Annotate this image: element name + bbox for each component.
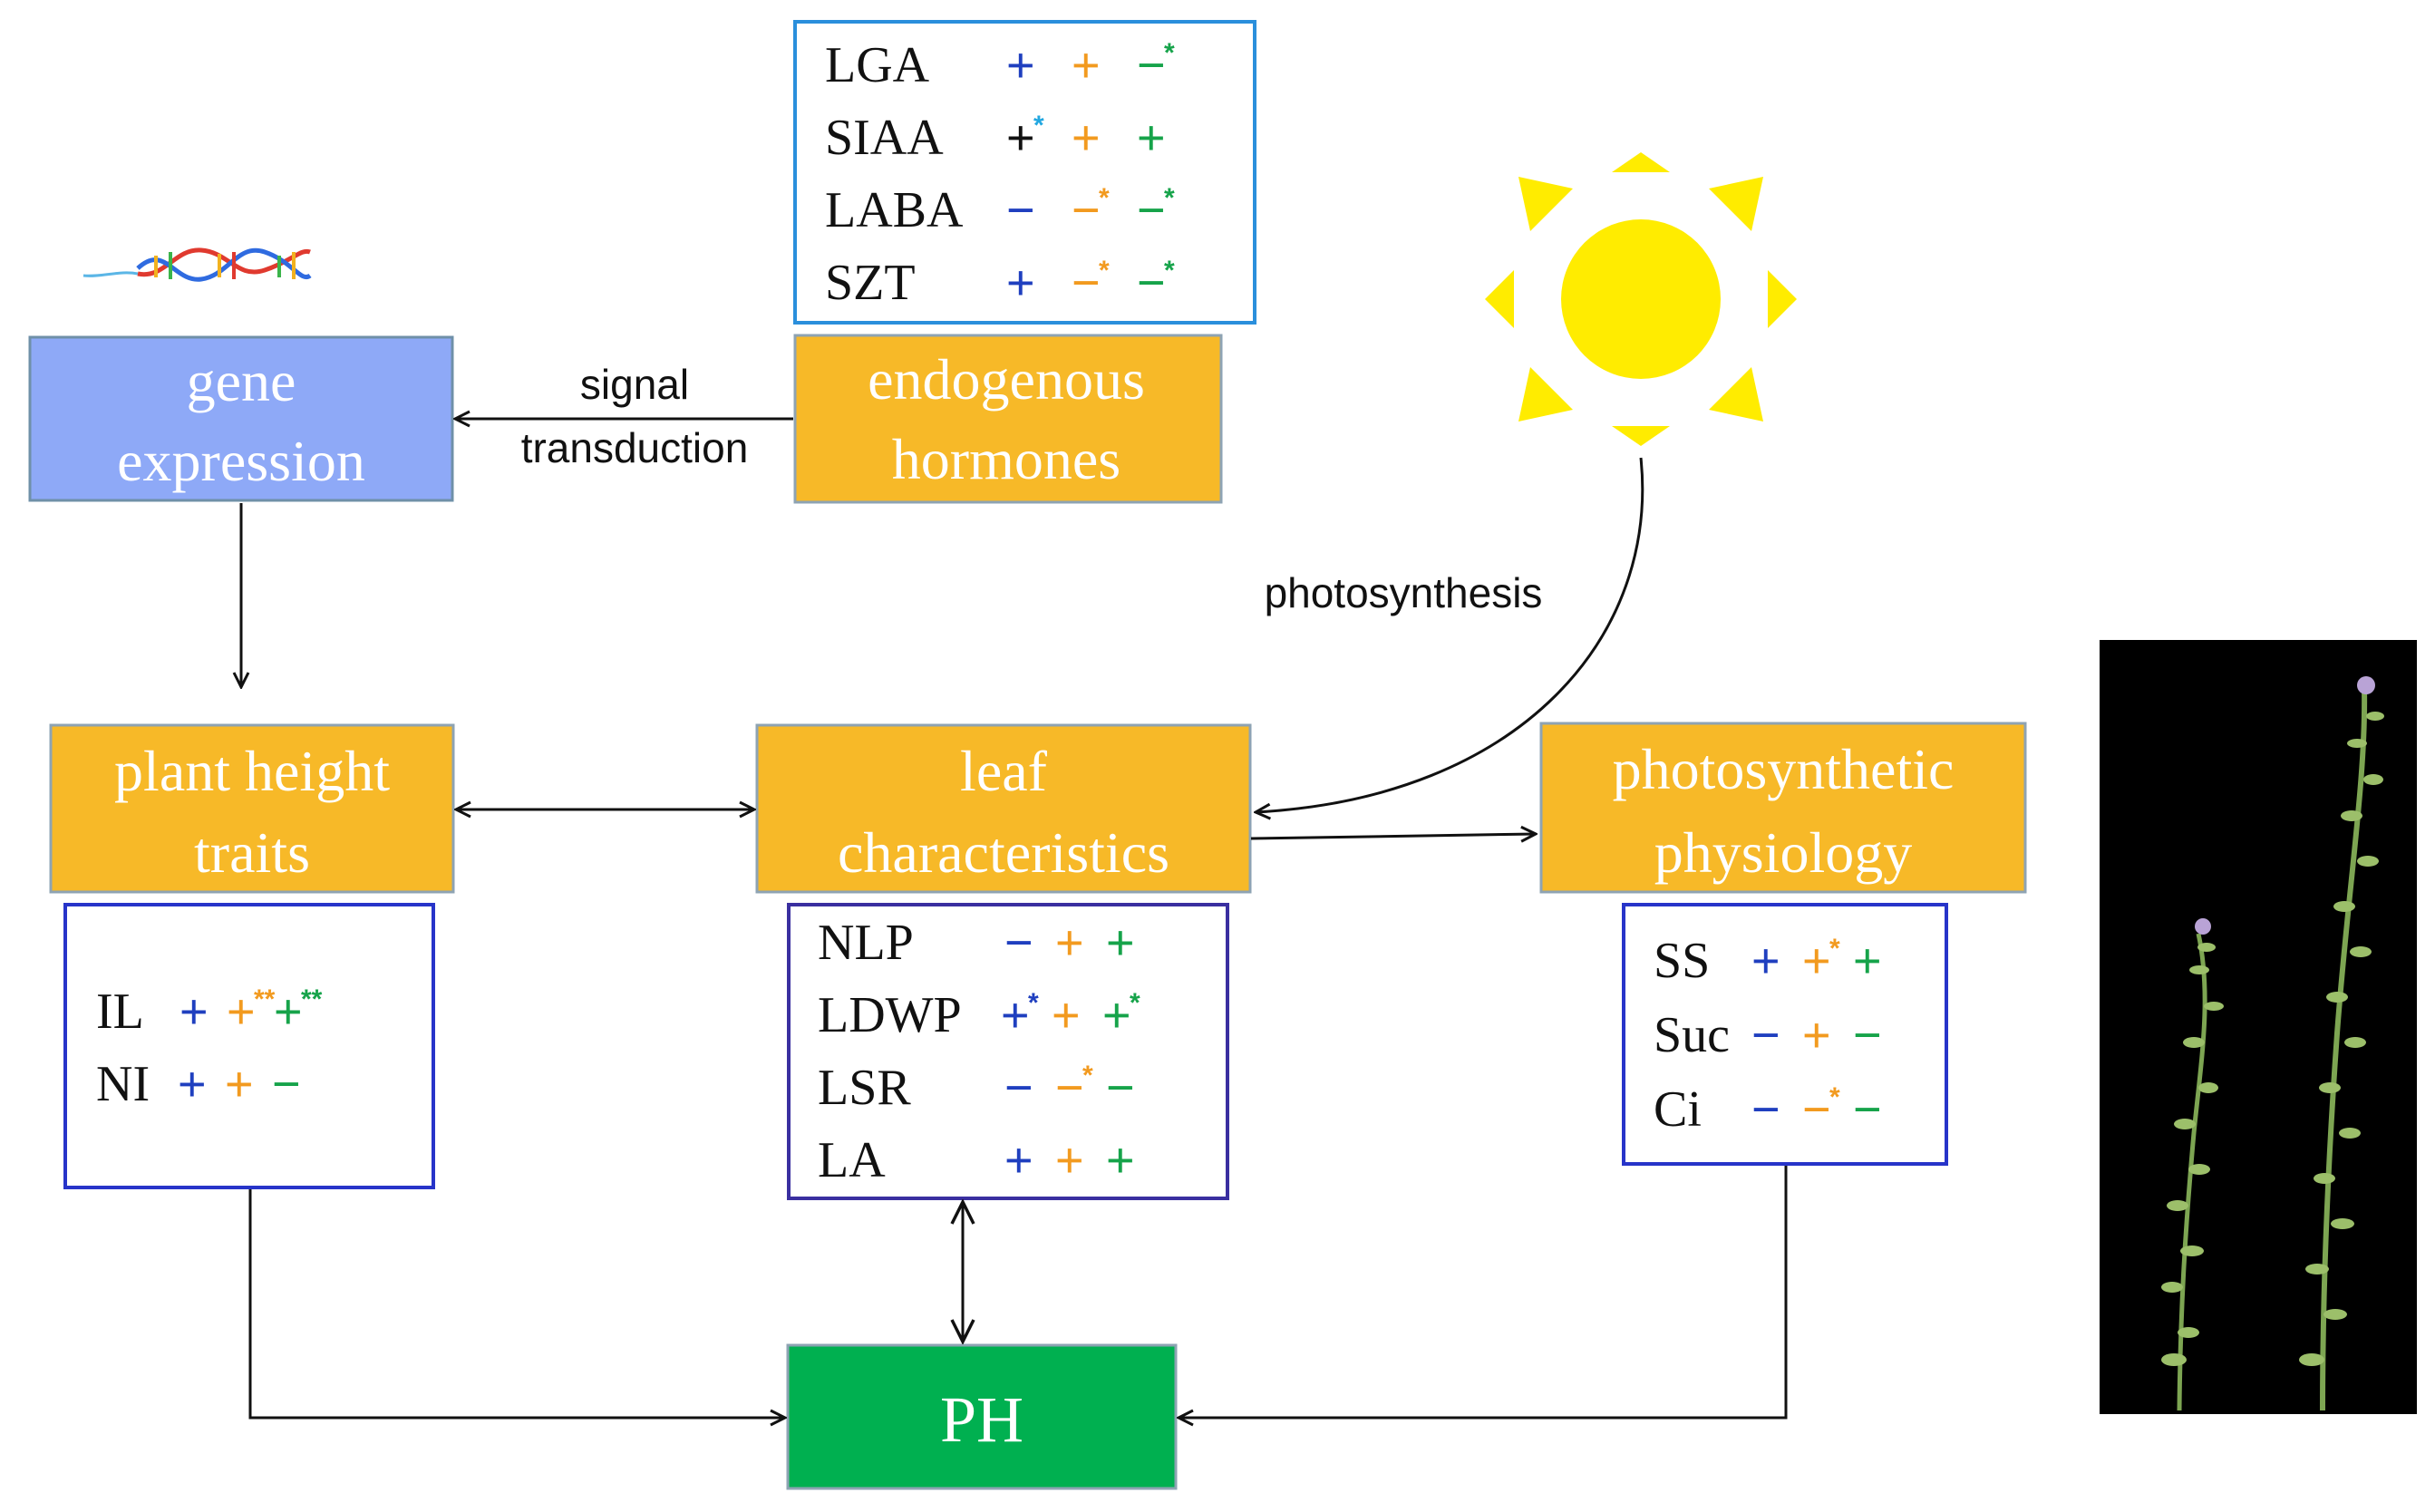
photosynthesis-arrow bbox=[1256, 457, 1644, 812]
sign-il-1: + bbox=[227, 984, 256, 1039]
sign-siaa-2: + bbox=[1137, 111, 1166, 165]
sign-lga-1: + bbox=[1072, 38, 1101, 92]
sign-ni-0: + bbox=[178, 1057, 207, 1111]
leaf-values-box bbox=[787, 903, 1229, 1200]
sign-suc-0: − bbox=[1751, 1008, 1780, 1062]
row-label-il: IL bbox=[96, 984, 144, 1040]
photosynthetic-values-box bbox=[1622, 903, 1948, 1166]
gene-expression-label-2: expression bbox=[117, 429, 365, 493]
sign-ni-2: − bbox=[272, 1057, 301, 1111]
sign-ss-0: + bbox=[1751, 934, 1780, 988]
significance-siaa-0: * bbox=[1033, 111, 1044, 141]
plant-height-traits-box bbox=[49, 723, 455, 894]
sign-ci-1: − bbox=[1802, 1082, 1831, 1137]
sign-laba-0: − bbox=[1006, 183, 1035, 237]
sign-nlp-1: + bbox=[1055, 916, 1084, 970]
sign-ci-0: − bbox=[1751, 1082, 1780, 1137]
gene-expression-box bbox=[28, 335, 454, 502]
significance-szt-1: * bbox=[1099, 256, 1110, 286]
leaf-to-physiology-arrow bbox=[1250, 834, 1536, 838]
row-label-siaa: SIAA bbox=[825, 110, 944, 166]
row-label-lga: LGA bbox=[825, 37, 930, 93]
leaf-characteristics-label-2: characteristics bbox=[838, 820, 1169, 885]
value-tables: LGA++−*SIAA+*++LABA−−*−*SZT+−*−*IL++**+*… bbox=[96, 37, 1882, 1188]
sign-il-2: + bbox=[274, 984, 303, 1039]
plant-height-values-box bbox=[63, 903, 435, 1189]
sign-laba-1: − bbox=[1072, 183, 1101, 237]
endogenous-hormones-label-1: endogenous bbox=[868, 347, 1145, 412]
leaf-characteristics-box bbox=[755, 723, 1252, 894]
sign-ci-2: − bbox=[1853, 1082, 1882, 1137]
row-label-suc: Suc bbox=[1654, 1007, 1730, 1063]
sign-szt-0: + bbox=[1006, 256, 1035, 310]
ph-box bbox=[786, 1343, 1178, 1490]
sign-la-2: + bbox=[1106, 1133, 1135, 1187]
row-label-ldwp: LDWP bbox=[818, 987, 962, 1043]
signal-label: signal bbox=[580, 361, 689, 408]
row-label-lsr: LSR bbox=[818, 1060, 911, 1116]
row-label-laba: LABA bbox=[825, 182, 964, 238]
significance-laba-2: * bbox=[1164, 183, 1175, 213]
sign-il-0: + bbox=[179, 984, 209, 1039]
significance-ldwp-0: * bbox=[1028, 988, 1039, 1018]
significance-lga-2: * bbox=[1164, 38, 1175, 68]
physiology-to-ph-arrow bbox=[1179, 1166, 1788, 1418]
sign-lsr-0: − bbox=[1004, 1061, 1033, 1115]
row-label-ss: SS bbox=[1654, 933, 1710, 989]
sign-lga-0: + bbox=[1006, 38, 1035, 92]
plant-height-traits-label-2: traits bbox=[194, 820, 310, 885]
height-to-ph-arrow bbox=[248, 1189, 785, 1418]
sign-ldwp-1: + bbox=[1052, 988, 1081, 1042]
significance-szt-2: * bbox=[1164, 256, 1175, 286]
sign-siaa-1: + bbox=[1072, 111, 1101, 165]
sign-lga-2: − bbox=[1137, 38, 1166, 92]
hormones-values-box bbox=[793, 20, 1256, 325]
sign-lsr-2: − bbox=[1106, 1061, 1135, 1115]
photosynthetic-physiology-label-2: physiology bbox=[1654, 820, 1912, 885]
sign-suc-2: − bbox=[1853, 1008, 1882, 1062]
sign-la-1: + bbox=[1055, 1133, 1084, 1187]
sign-ldwp-2: + bbox=[1102, 988, 1131, 1042]
sun-icon bbox=[1485, 152, 1797, 446]
row-label-szt: SZT bbox=[825, 255, 916, 311]
sign-la-0: + bbox=[1004, 1133, 1033, 1187]
sign-lsr-1: − bbox=[1055, 1061, 1084, 1115]
sign-ldwp-0: + bbox=[1001, 988, 1030, 1042]
endogenous-hormones-label-2: hormones bbox=[892, 427, 1120, 491]
sign-siaa-0: + bbox=[1006, 111, 1035, 165]
row-label-nlp: NLP bbox=[818, 915, 914, 971]
alfalfa-plant-photo bbox=[2100, 640, 2417, 1414]
transduction-label: transduction bbox=[521, 424, 749, 471]
sign-suc-1: + bbox=[1802, 1008, 1831, 1062]
gene-expression-label-1: gene bbox=[187, 349, 296, 413]
sign-szt-1: − bbox=[1072, 256, 1101, 310]
photosynthetic-physiology-label-1: photosynthetic bbox=[1613, 737, 1955, 801]
leaf-characteristics-label-1: leaf bbox=[960, 739, 1048, 803]
sign-ss-1: + bbox=[1802, 934, 1831, 988]
sign-nlp-0: − bbox=[1004, 916, 1033, 970]
photosynthesis-label: photosynthesis bbox=[1265, 569, 1543, 616]
sign-laba-2: − bbox=[1137, 183, 1166, 237]
photosynthetic-physiology-box bbox=[1539, 722, 2027, 894]
row-label-ni: NI bbox=[96, 1056, 150, 1112]
row-label-ci: Ci bbox=[1654, 1081, 1702, 1138]
row-label-la: LA bbox=[818, 1132, 886, 1188]
plant-height-traits-label-1: plant height bbox=[114, 739, 390, 803]
sign-nlp-2: + bbox=[1106, 916, 1135, 970]
dna-helix-icon bbox=[82, 247, 312, 282]
sign-ss-2: + bbox=[1853, 934, 1882, 988]
significance-ci-1: * bbox=[1829, 1082, 1840, 1112]
significance-laba-1: * bbox=[1099, 183, 1110, 213]
significance-il-1: ** bbox=[254, 984, 276, 1014]
sign-szt-2: − bbox=[1137, 256, 1166, 310]
sign-ni-1: + bbox=[225, 1057, 254, 1111]
significance-ss-1: * bbox=[1829, 934, 1840, 964]
significance-il-2: ** bbox=[301, 984, 323, 1014]
significance-lsr-1: * bbox=[1082, 1061, 1093, 1090]
endogenous-hormones-box bbox=[793, 334, 1223, 504]
ph-label: PH bbox=[940, 1383, 1023, 1456]
significance-ldwp-2: * bbox=[1130, 988, 1140, 1018]
